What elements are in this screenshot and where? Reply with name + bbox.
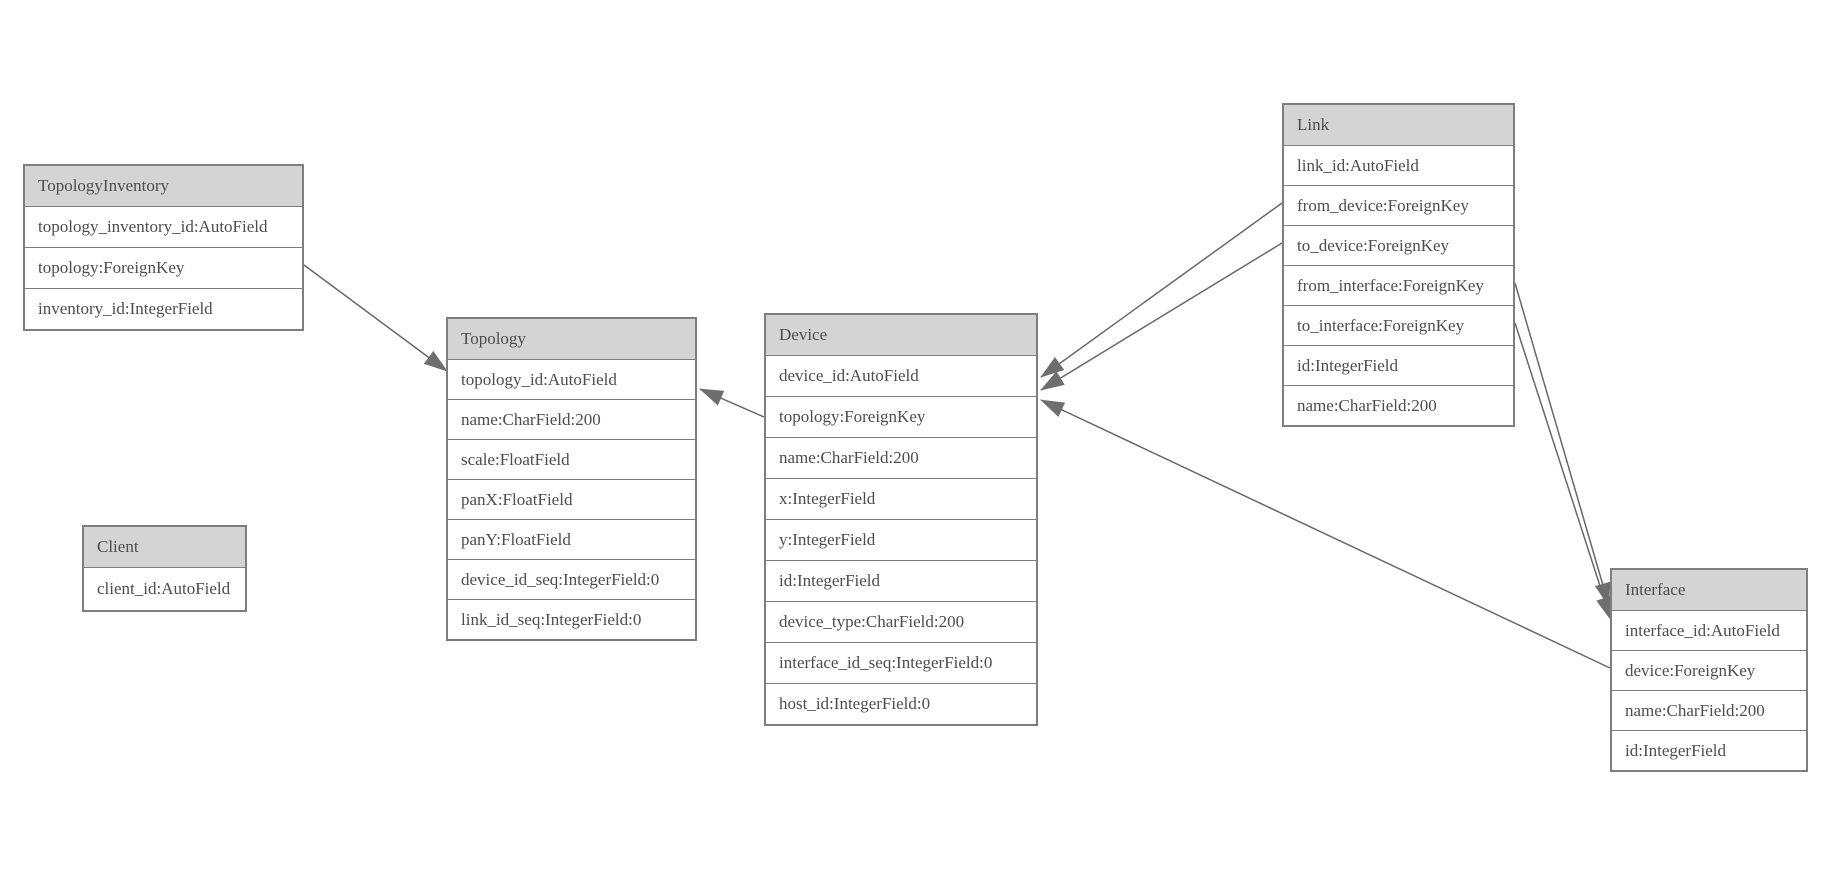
field-row: x:IntegerField (766, 478, 1036, 519)
field-row: panX:FloatField (448, 479, 695, 519)
field-row: y:IntegerField (766, 519, 1036, 560)
entity-title: Interface (1612, 570, 1806, 610)
field-row: host_id:IntegerField:0 (766, 683, 1036, 724)
field-row: name:CharField:200 (766, 437, 1036, 478)
field-row: name:CharField:200 (1612, 690, 1806, 730)
field-row: client_id:AutoField (84, 567, 245, 610)
field-row: id:IntegerField (766, 560, 1036, 601)
field-row: name:CharField:200 (448, 399, 695, 439)
field-row: interface_id_seq:IntegerField:0 (766, 642, 1036, 683)
field-row: scale:FloatField (448, 439, 695, 479)
field-row: topology_id:AutoField (448, 359, 695, 399)
field-row: device_id_seq:IntegerField:0 (448, 559, 695, 599)
field-row: device:ForeignKey (1612, 650, 1806, 690)
field-row: inventory_id:IntegerField (25, 288, 302, 329)
edge-interface-device-to-device (1040, 399, 1611, 669)
field-row: topology:ForeignKey (25, 247, 302, 288)
edge-link-from_interface-to-interface (1514, 282, 1611, 607)
entity-title: Topology (448, 319, 695, 359)
field-row: device_id:AutoField (766, 355, 1036, 396)
field-row: from_interface:ForeignKey (1284, 265, 1513, 305)
field-row: device_type:CharField:200 (766, 601, 1036, 642)
field-row: id:IntegerField (1284, 345, 1513, 385)
field-row: interface_id:AutoField (1612, 610, 1806, 650)
field-row: name:CharField:200 (1284, 385, 1513, 425)
field-row: link_id:AutoField (1284, 145, 1513, 185)
edge-link-to_interface-to-interface (1514, 322, 1612, 621)
entity-title: Device (766, 315, 1036, 355)
edge-link-to_device-to-device (1040, 242, 1283, 391)
field-row: topology_inventory_id:AutoField (25, 206, 302, 247)
edge-device-topology-to-topology (699, 388, 765, 418)
field-row: to_interface:ForeignKey (1284, 305, 1513, 345)
entity-title: Client (84, 527, 245, 567)
field-row: topology:ForeignKey (766, 396, 1036, 437)
field-row: from_device:ForeignKey (1284, 185, 1513, 225)
edge-topologyinventory-topology-to-topology (303, 264, 448, 372)
entity-title: Link (1284, 105, 1513, 145)
entity-title: TopologyInventory (25, 166, 302, 206)
edge-link-from_device-to-device (1040, 202, 1283, 378)
field-row: to_device:ForeignKey (1284, 225, 1513, 265)
field-row: link_id_seq:IntegerField:0 (448, 599, 695, 639)
field-row: panY:FloatField (448, 519, 695, 559)
field-row: id:IntegerField (1612, 730, 1806, 770)
